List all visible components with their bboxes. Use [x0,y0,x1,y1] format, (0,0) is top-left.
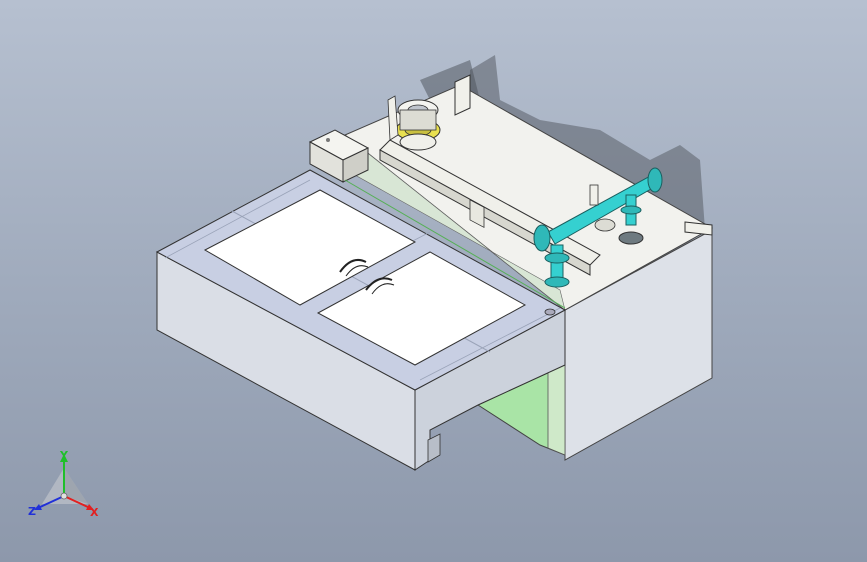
basin-left[interactable] [203,189,417,306]
z-axis-icon [37,495,65,509]
edge-highlight [344,179,566,309]
control-box[interactable] [308,129,370,183]
end-plates [454,74,713,236]
valve-yellow[interactable] [387,95,441,151]
z-axis-label: Z [28,505,36,518]
coordinate-triad: Y X Z [28,449,99,519]
drain-fitting [544,308,556,316]
basin-right[interactable] [316,251,527,366]
pipe-assembly[interactable] [533,167,663,288]
x-axis-label: X [90,506,99,519]
x-axis-icon [63,495,91,509]
y-axis-label: Y [59,449,69,462]
